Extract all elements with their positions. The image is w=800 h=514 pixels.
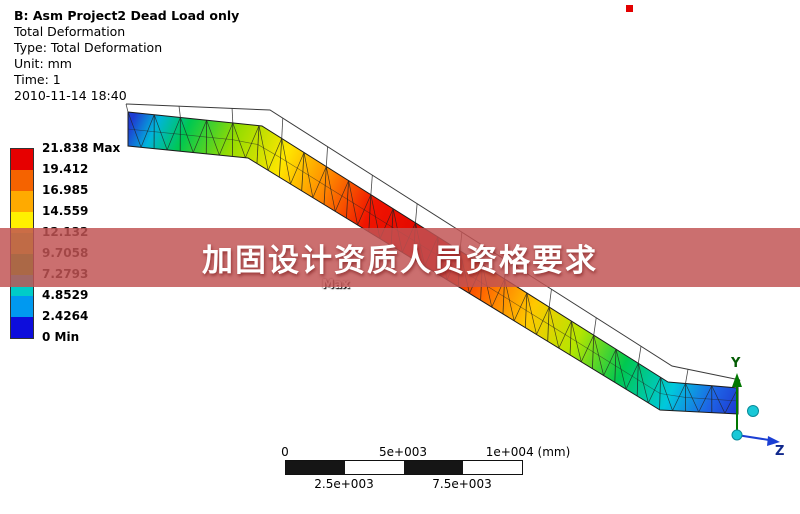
result-unit: Unit: mm <box>14 56 72 71</box>
scale-segment <box>463 461 522 474</box>
result-info-block: B: Asm Project2 Dead Load only Total Def… <box>14 8 239 104</box>
red-marker-icon <box>626 5 633 12</box>
scale-tick-zero: 0 <box>281 445 289 459</box>
legend-label: 0 Min <box>42 330 80 344</box>
result-title: B: Asm Project2 Dead Load only <box>14 8 240 23</box>
legend-color-band <box>11 149 33 170</box>
legend-label: 21.838 Max <box>42 141 121 155</box>
legend-color-band <box>11 170 33 191</box>
x-axis-sphere <box>747 405 759 417</box>
scale-segment <box>345 461 404 474</box>
legend-label: 4.8529 <box>42 288 89 302</box>
legend-label: 2.4264 <box>42 309 89 323</box>
result-date: 2010-11-14 18:40 <box>14 88 127 103</box>
watermark-banner: 加固设计资质人员资格要求 <box>0 228 800 287</box>
y-axis-label: Y <box>730 356 741 371</box>
scale-segment <box>286 461 345 474</box>
watermark-text: 加固设计资质人员资格要求 <box>202 243 598 279</box>
axis-triad: Y Z <box>730 356 784 459</box>
legend-color-band <box>11 191 33 212</box>
result-time: Time: 1 <box>14 72 61 87</box>
z-axis-label: Z <box>775 444 784 459</box>
scale-tick-max: 1e+004 (mm) <box>485 445 571 459</box>
triad-origin-sphere <box>731 429 743 441</box>
result-type: Type: Total Deformation <box>14 40 163 55</box>
legend-label: 19.412 <box>42 162 89 176</box>
y-axis-arrowhead <box>732 373 742 387</box>
legend-label: 16.985 <box>42 183 89 197</box>
legend-color-band <box>11 317 33 338</box>
result-subtitle: Total Deformation <box>14 24 126 39</box>
scale-bar-segments <box>285 460 523 475</box>
z-axis-arrowhead <box>767 436 780 446</box>
scale-tick-three-quarter: 7.5e+003 <box>432 477 492 491</box>
scale-segment <box>404 461 463 474</box>
legend-color-band <box>11 212 33 233</box>
scale-bar: 0 5e+003 1e+004 (mm) 2.5e+003 7.5e+003 <box>240 445 580 497</box>
legend-color-band <box>11 296 33 317</box>
scale-tick-mid: 5e+003 <box>379 445 427 459</box>
legend-label: 14.559 <box>42 204 89 218</box>
scale-tick-quarter: 2.5e+003 <box>314 477 374 491</box>
